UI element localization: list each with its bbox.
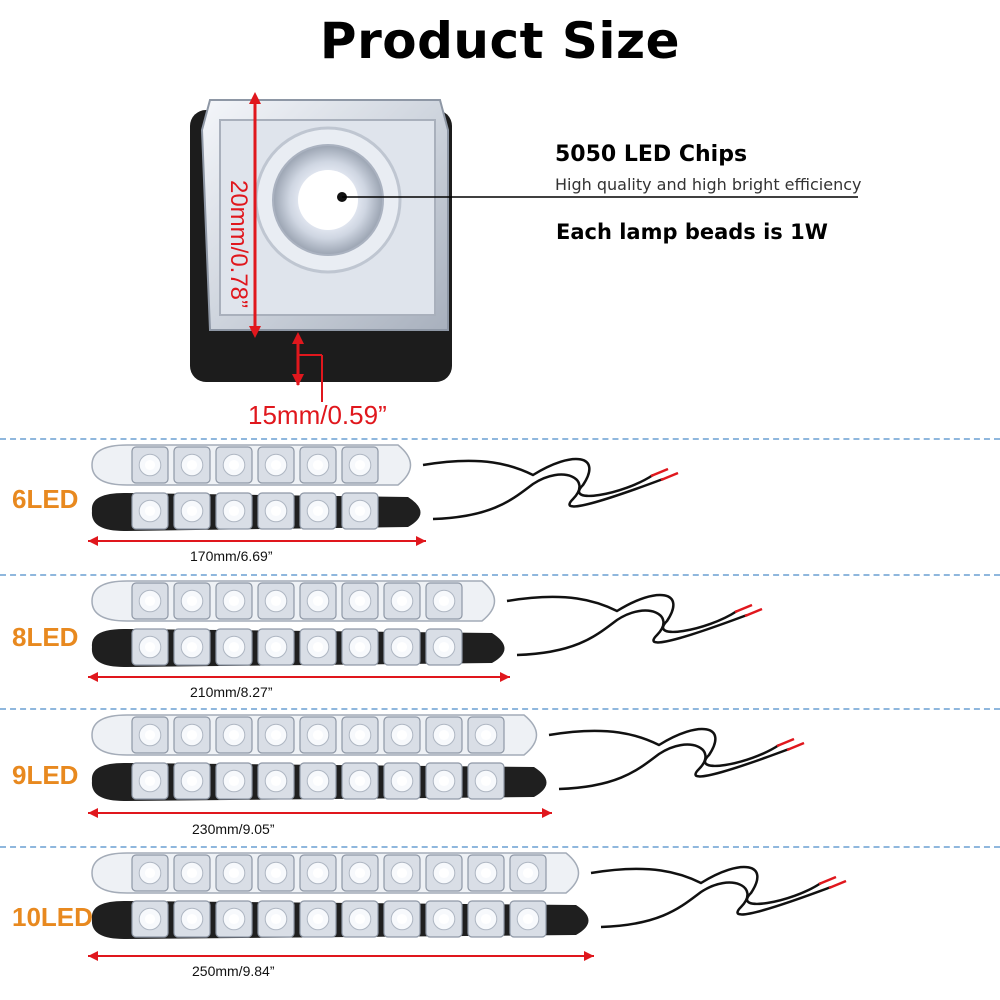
wire-tip (828, 879, 847, 890)
wire (516, 609, 748, 657)
wire-tip (734, 603, 753, 614)
variant-label-9led: 9LED (12, 760, 79, 790)
dimension-label-10led: 250mm/9.84” (192, 963, 275, 979)
variant-label-8led: 8LED (12, 622, 79, 652)
section-divider (0, 708, 1000, 710)
section-divider (0, 574, 1000, 576)
arrowhead (500, 672, 510, 682)
wire-tip (650, 467, 669, 478)
arrowhead (88, 536, 98, 546)
arrowhead (88, 951, 98, 961)
chip-subtitle: High quality and high bright efficiency (555, 175, 862, 194)
wire (422, 457, 654, 498)
dimension-label-9led: 230mm/9.05” (192, 821, 275, 837)
variant-label-10led: 10LED (12, 902, 93, 932)
wire (558, 743, 790, 791)
wire (590, 865, 822, 906)
arrowhead (88, 808, 98, 818)
section-divider (0, 846, 1000, 848)
chip-title: 5050 LED Chips (555, 142, 748, 167)
section-divider (0, 438, 1000, 440)
arrowhead (416, 536, 426, 546)
dimension-label-8led: 210mm/8.27” (190, 684, 273, 700)
wire-tip (744, 607, 763, 618)
wire-tip (660, 471, 679, 482)
arrowhead (584, 951, 594, 961)
arrowhead (88, 672, 98, 682)
wire (548, 727, 780, 768)
power-text: Each lamp beads is 1W (556, 220, 828, 244)
variant-label-6led: 6LED (12, 484, 79, 514)
page-title: Product Size (319, 12, 681, 70)
wire (506, 593, 738, 634)
callout-leader-line (298, 196, 858, 402)
wire-tip (818, 875, 837, 886)
arrowhead (542, 808, 552, 818)
led-bead-closeup (190, 92, 452, 386)
wire-tip (786, 741, 805, 752)
wire (432, 473, 664, 521)
wire-tip (776, 737, 795, 748)
wire (600, 881, 832, 929)
dimension-label-6led: 170mm/6.69” (190, 548, 273, 564)
depth-dimension-label: 15mm/0.59” (248, 400, 387, 430)
